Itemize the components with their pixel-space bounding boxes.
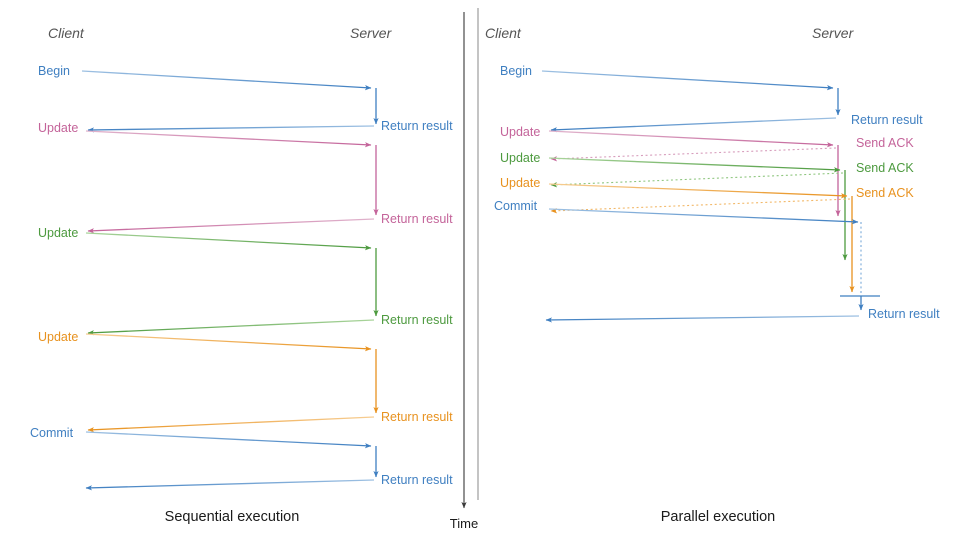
msg-label-return-result-2-left: Return result bbox=[381, 212, 453, 226]
flow-update2-ack-right bbox=[550, 172, 844, 188]
msg-label-return-result-1-left: Return result bbox=[381, 119, 453, 133]
msg-label-return-result-4-left: Return result bbox=[381, 410, 453, 424]
lane-header-client-left: Client bbox=[48, 25, 85, 41]
panel-sequential: Client Server Begin Return result Update… bbox=[30, 25, 453, 525]
msg-label-update2-right: Update bbox=[500, 151, 540, 165]
msg-label-return-result-2-right: Return result bbox=[868, 307, 940, 321]
panel-caption-parallel: Parallel execution bbox=[661, 509, 775, 525]
flow-commit-response-right bbox=[545, 315, 860, 323]
panel-parallel: Client Server Begin Return result Update… bbox=[485, 25, 940, 525]
flow-begin-response-right bbox=[550, 117, 837, 133]
lane-header-server-left: Server bbox=[350, 25, 393, 41]
msg-label-update2-left: Update bbox=[38, 226, 78, 240]
flow-update3-response-left bbox=[87, 416, 375, 433]
flow-commit-request-right bbox=[548, 208, 859, 225]
msg-label-update3-right: Update bbox=[500, 176, 540, 190]
msg-label-commit-right: Commit bbox=[494, 199, 538, 213]
flow-update2-request-left bbox=[85, 232, 372, 251]
flow-begin-request-right bbox=[541, 70, 834, 91]
flow-update1-request-left bbox=[85, 130, 372, 148]
msg-label-send-ack-1-right: Send ACK bbox=[856, 136, 914, 150]
msg-label-send-ack-2-right: Send ACK bbox=[856, 161, 914, 175]
flow-update1-response-left bbox=[87, 218, 375, 234]
flow-commit-response-left bbox=[85, 479, 375, 491]
flow-update2-response-left bbox=[87, 319, 375, 336]
flow-update1-ack-right bbox=[550, 147, 837, 162]
lane-header-client-right: Client bbox=[485, 25, 522, 41]
lane-header-server-right: Server bbox=[812, 25, 855, 41]
flow-begin-response-left bbox=[87, 125, 375, 133]
flow-update3-ack-right bbox=[550, 198, 851, 214]
msg-label-update3-left: Update bbox=[38, 330, 78, 344]
flow-update1-request-right bbox=[548, 130, 834, 148]
msg-label-return-result-1-right: Return result bbox=[851, 113, 923, 127]
flow-begin-request-left bbox=[81, 70, 372, 91]
msg-label-begin-right: Begin bbox=[500, 64, 532, 78]
msg-label-send-ack-3-right: Send ACK bbox=[856, 186, 914, 200]
msg-label-update1-left: Update bbox=[38, 121, 78, 135]
flow-update2-request-right bbox=[548, 157, 841, 173]
time-axis-label: Time bbox=[450, 516, 478, 531]
flow-update3-request-right bbox=[548, 183, 848, 199]
panel-caption-sequential: Sequential execution bbox=[165, 509, 300, 525]
msg-label-commit-left: Commit bbox=[30, 426, 74, 440]
msg-label-update1-right: Update bbox=[500, 125, 540, 139]
msg-label-return-result-3-left: Return result bbox=[381, 313, 453, 327]
flow-update3-request-left bbox=[85, 333, 372, 352]
flow-commit-request-left bbox=[85, 431, 372, 449]
msg-label-begin-left: Begin bbox=[38, 64, 70, 78]
msg-label-return-result-5-left: Return result bbox=[381, 473, 453, 487]
